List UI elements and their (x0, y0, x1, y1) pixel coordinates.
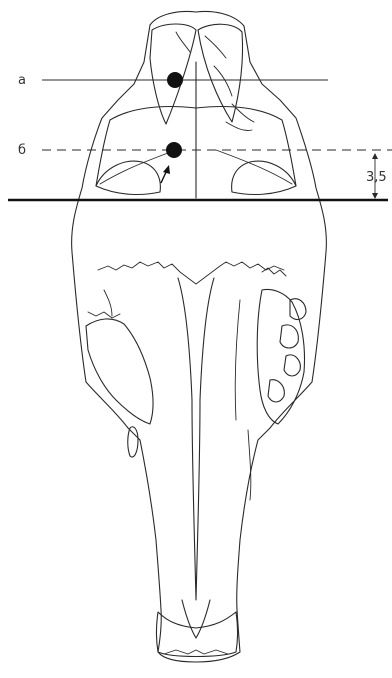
left-orbit (96, 161, 160, 194)
frontal-texture (226, 104, 254, 131)
skull-outline (72, 12, 327, 662)
nasal-lobe-texture (176, 32, 232, 96)
orbit-suture-left (100, 150, 176, 184)
right-orbit (232, 161, 296, 194)
nasal-tip (182, 600, 210, 638)
premaxilla (157, 612, 238, 657)
distance-label: 3,5 (366, 170, 387, 185)
pointer-arrow (161, 165, 170, 183)
nasal-bones (178, 278, 214, 600)
left-maxilla (86, 319, 153, 424)
right-sinus-cell-3 (284, 355, 300, 376)
left-maxilla-suture (88, 290, 120, 318)
line-a-label: а (18, 73, 26, 88)
point-b (166, 142, 182, 158)
point-a (167, 72, 183, 88)
incisor-line (164, 650, 228, 654)
right-sinus-cell-4 (268, 380, 284, 402)
right-ridge-texture (235, 300, 251, 500)
right-sinus-cell-2 (280, 325, 298, 348)
line-b-label: б (18, 143, 26, 158)
left-foramen (128, 427, 138, 457)
orbit-suture-right (216, 150, 292, 184)
right-maxilla (257, 290, 304, 425)
frontal-suture (98, 262, 284, 284)
